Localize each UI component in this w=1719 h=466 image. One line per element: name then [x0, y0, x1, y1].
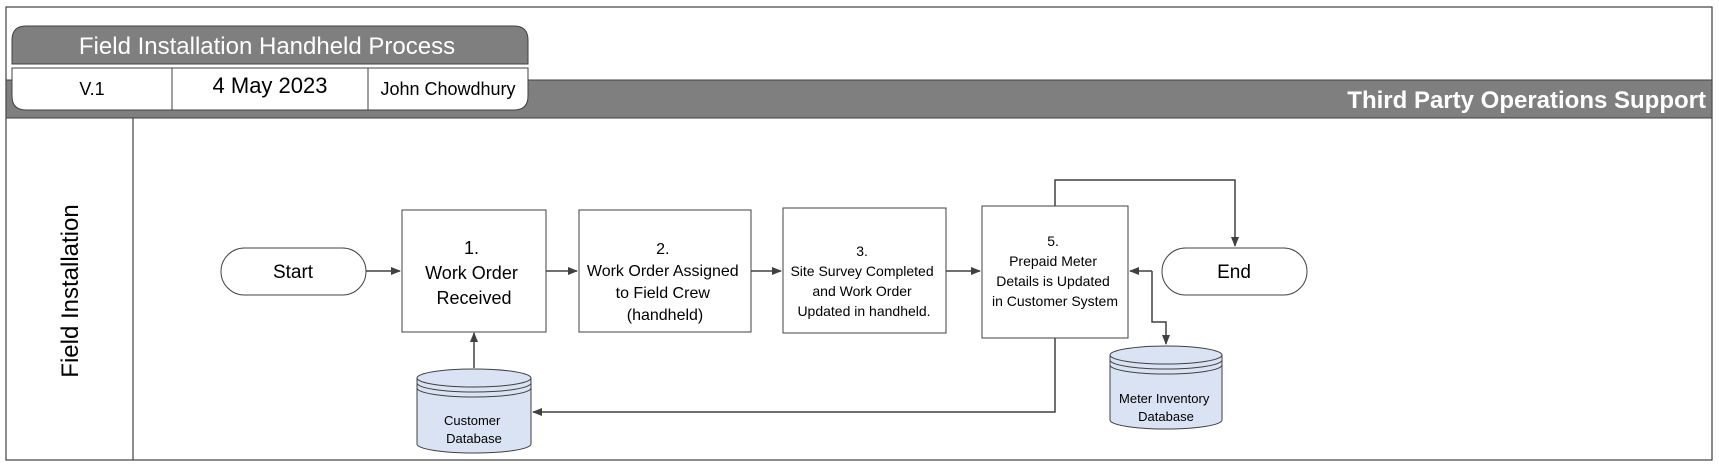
step1-box	[401, 209, 547, 333]
step2-text: 2. Work Order Assigned to Field Crew (ha…	[587, 241, 743, 324]
start-terminator	[220, 247, 367, 296]
start-label: Start	[273, 262, 314, 283]
diagram-title: Field Installation Handheld Process	[79, 33, 455, 60]
step2-line-4: (handheld)	[627, 307, 704, 324]
step3-line-2: Site Survey Completed	[790, 263, 933, 279]
step3-line-1: 3.	[856, 243, 868, 259]
step3-box	[782, 207, 947, 334]
step1-line-1: 1.	[464, 238, 479, 258]
end-label: End	[1217, 262, 1251, 283]
step3-text: 3. Site Survey Completed and Work Order …	[790, 243, 937, 319]
customer-database-icon	[416, 368, 532, 454]
lane-label: Field Installation	[57, 204, 84, 377]
step5-line-4: in Customer System	[992, 293, 1118, 309]
step1-line-3: Received	[436, 288, 511, 308]
step2-line-3: to Field Crew	[616, 285, 711, 302]
arrow-step5-to-end	[1054, 179, 1239, 247]
step1-text: 1. Work Order Received	[425, 238, 523, 308]
meter-inventory-database-label: Meter Inventory Database	[1119, 391, 1213, 424]
date-label: 4 May 2023	[213, 73, 328, 98]
step2-line-1: 2.	[656, 241, 669, 258]
step5-box	[981, 205, 1129, 339]
step3-line-4: Updated in handheld.	[797, 303, 930, 319]
department-label: Third Party Operations Support	[1347, 87, 1706, 114]
version-label: V.1	[79, 79, 104, 99]
step1-line-2: Work Order	[425, 263, 518, 283]
step2-line-2: Work Order Assigned	[587, 263, 739, 280]
step3-line-3: and Work Order	[812, 283, 912, 299]
connectors	[366, 179, 1239, 416]
step5-line-2: Prepaid Meter	[1009, 253, 1097, 269]
title-block-top	[11, 25, 529, 65]
end-terminator	[1161, 247, 1308, 296]
step5-line-3: Details is Updated	[996, 273, 1110, 289]
customer-database-label: Customer Database	[444, 413, 504, 446]
meter-inventory-database-icon	[1109, 345, 1223, 430]
arrow-step5-to-customer-db	[532, 338, 1056, 416]
step5-line-1: 5.	[1047, 233, 1059, 249]
author-label: John Chowdhury	[380, 79, 515, 99]
step2-box	[578, 209, 752, 333]
step5-text: 5. Prepaid Meter Details is Updated in C…	[992, 233, 1118, 309]
title-block-bottom	[11, 67, 529, 111]
arrow-step5-to-meter-db	[1151, 271, 1170, 345]
